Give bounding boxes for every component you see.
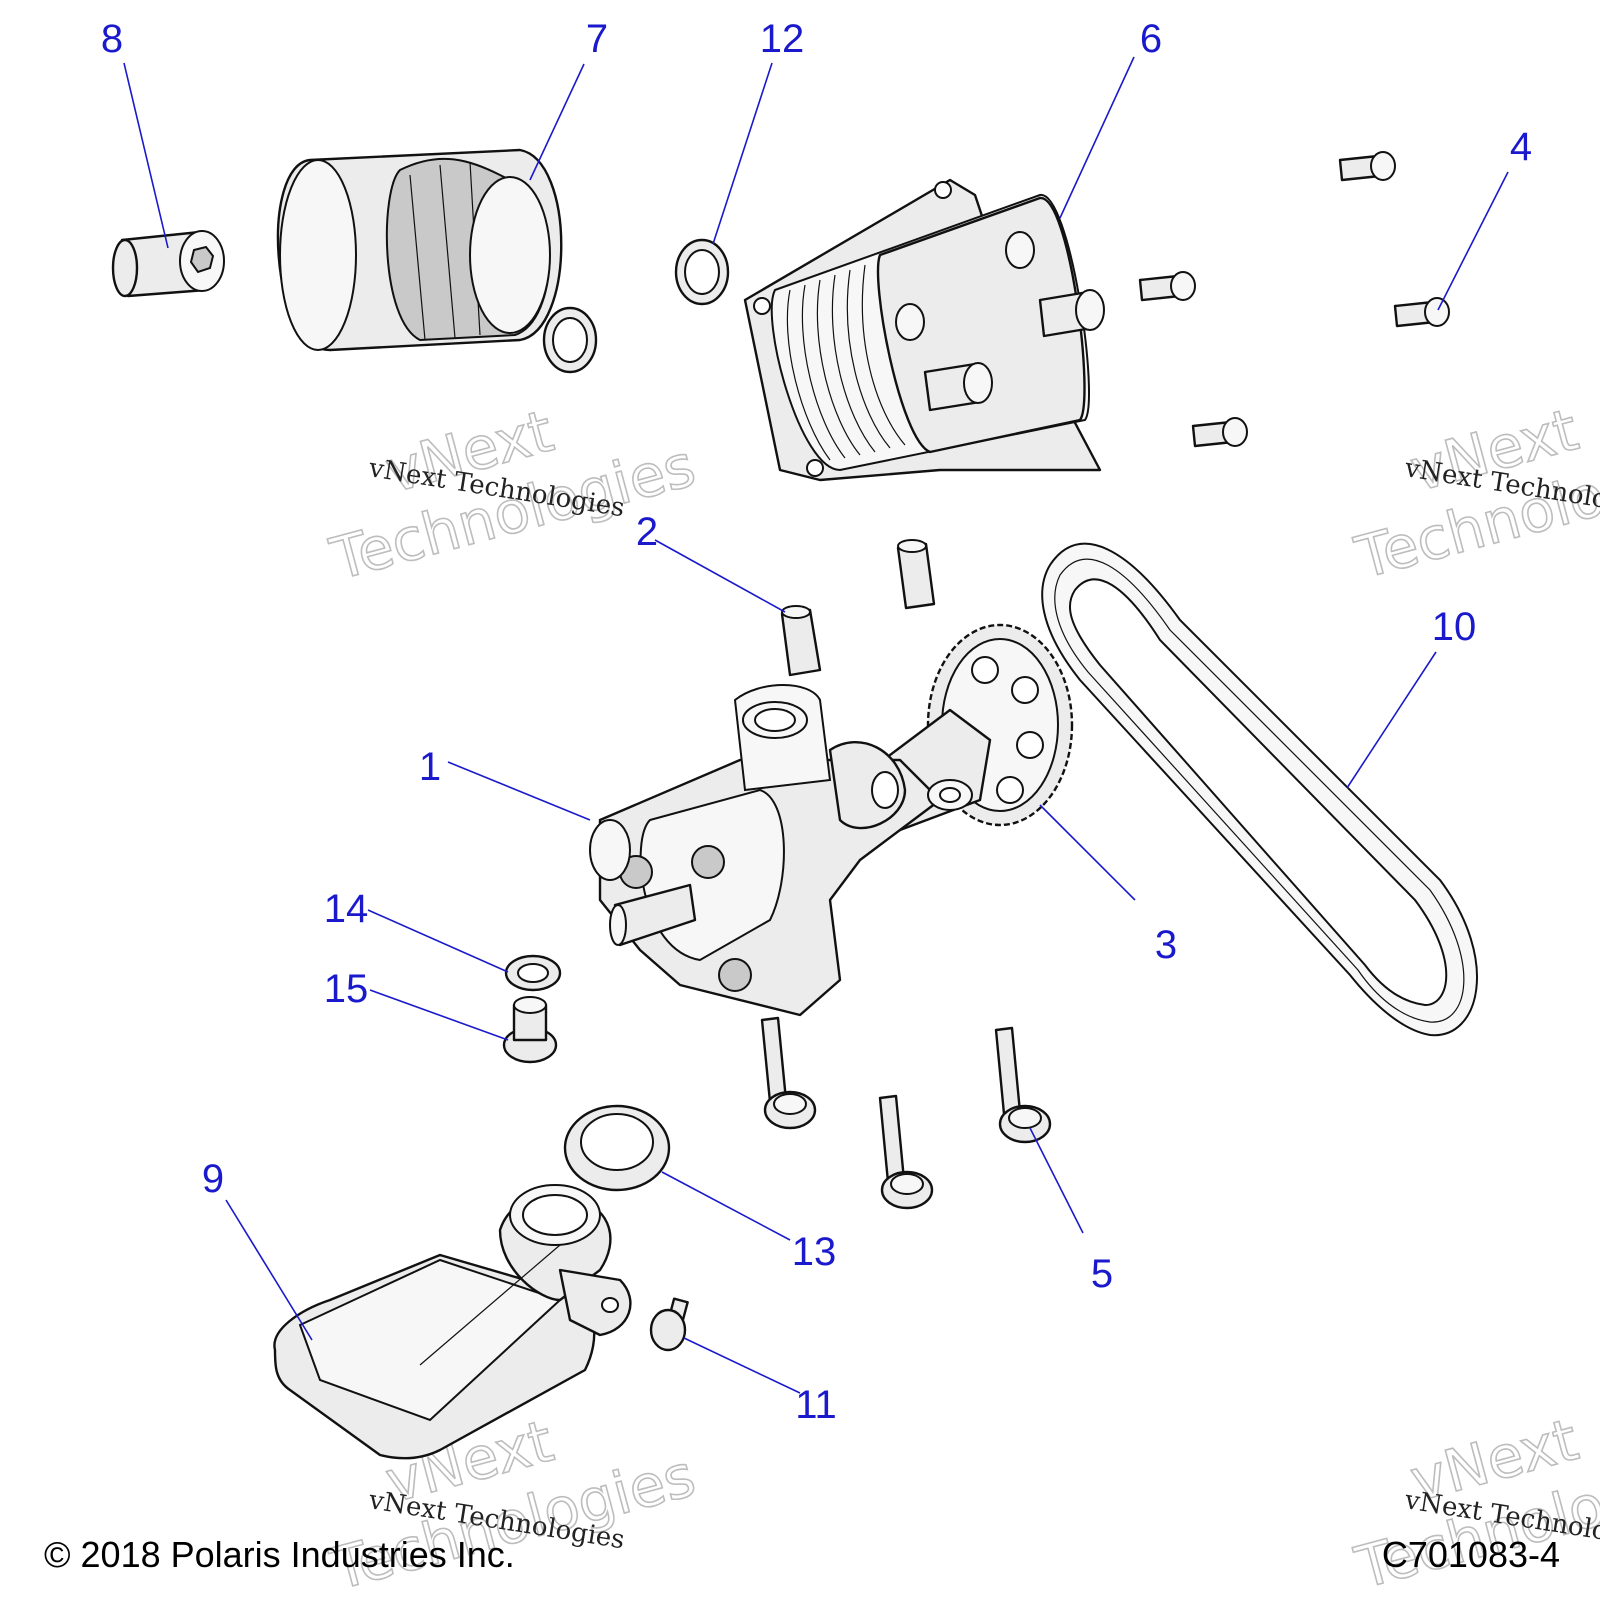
leader-14 — [367, 909, 509, 973]
part-6-oil-cooler — [743, 178, 1105, 482]
callout-10: 10 — [1432, 605, 1477, 649]
part-8-adapter — [111, 230, 225, 298]
part-12-o-ring — [674, 238, 730, 306]
part-14-washer — [504, 954, 562, 992]
part-15-plug — [502, 996, 558, 1064]
callout-6: 6 — [1140, 17, 1162, 61]
leader-6 — [1059, 56, 1135, 219]
part-4-bolt — [1393, 297, 1450, 328]
part-7-oil-filter — [276, 148, 563, 352]
callout-5: 5 — [1091, 1252, 1113, 1296]
callout-8: 8 — [101, 17, 123, 61]
part-10-drive-belt — [1041, 542, 1478, 1037]
callout-9: 9 — [202, 1157, 224, 1201]
leader-12 — [712, 62, 773, 245]
part-4-bolt — [1191, 417, 1248, 448]
leader-10 — [1346, 651, 1437, 789]
part-5-bolt — [760, 1016, 817, 1130]
callout-labels: 1 2 3 4 5 6 7 8 9 10 11 12 13 14 15 — [101, 17, 1532, 1427]
callout-4: 4 — [1510, 125, 1532, 169]
leader-11 — [683, 1337, 801, 1394]
figure-id: C701083-4 — [1381, 1534, 1560, 1575]
callout-11: 11 — [795, 1383, 837, 1427]
part-2-dowel-pin — [896, 539, 936, 610]
leader-15 — [369, 989, 509, 1041]
part-13-seal — [563, 1104, 671, 1192]
leader-2 — [654, 539, 786, 613]
leader-13 — [661, 1171, 791, 1241]
part-5-bolt — [994, 1026, 1052, 1144]
leader-3 — [1039, 804, 1136, 901]
callout-1: 1 — [419, 745, 441, 789]
part-1-oil-pump — [589, 684, 992, 1017]
leader-5 — [1029, 1127, 1084, 1234]
part-5-bolt — [878, 1094, 934, 1210]
leader-4 — [1437, 171, 1509, 311]
callout-15: 15 — [324, 967, 369, 1011]
part-11-screw — [649, 1297, 689, 1352]
callout-13: 13 — [792, 1230, 837, 1274]
part-o-ring-filter — [542, 306, 598, 374]
part-2-dowel-pin — [780, 605, 822, 677]
callout-2: 2 — [636, 510, 658, 554]
leader-1 — [447, 761, 591, 821]
leader-lines — [123, 56, 1509, 1394]
part-4-bolt — [1138, 271, 1196, 302]
leader-8 — [123, 62, 169, 249]
part-4-bolt — [1338, 151, 1396, 182]
callout-12: 12 — [760, 17, 805, 61]
leader-9 — [225, 1199, 313, 1341]
callout-3: 3 — [1155, 923, 1177, 967]
callout-7: 7 — [586, 17, 608, 61]
leader-7 — [529, 63, 585, 181]
part-9-oil-pickup — [273, 1184, 632, 1460]
copyright-notice: © 2018 Polaris Industries Inc. — [44, 1534, 515, 1575]
callout-14: 14 — [324, 887, 369, 931]
